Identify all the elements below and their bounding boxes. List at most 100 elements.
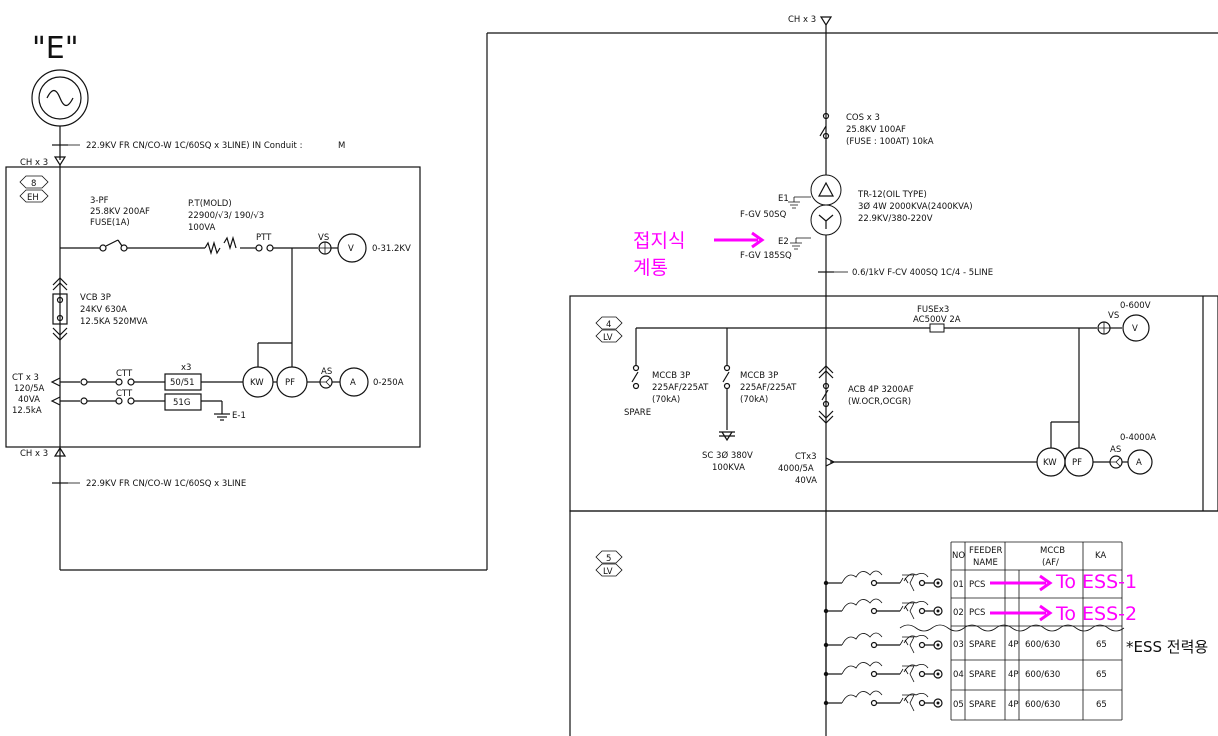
source-label: "E" [32,31,79,66]
th-af: (AF/ [1042,558,1059,568]
ctx3-label-1: CTx3 [795,452,817,462]
feeder-branch [823,690,943,712]
lv-v-range: 0-600V [1120,301,1151,311]
a-range-label: 0-250A [373,378,404,388]
pt-symbol [204,235,237,256]
lv-a-range: 0-4000A [1120,433,1156,443]
mccb-spare-1: MCCB 3P [652,371,690,381]
feeder-table: NO FEEDER NAME MCCB (AF/ KA [950,541,1123,721]
feeder-branch [823,661,943,683]
ch-bottom-label: CH x 3 [20,449,48,459]
fgv-185-label: F-GV 185SQ [740,251,792,261]
to-ess-2-label: To ESS-2 [1055,603,1137,625]
cable-in-label: 22.9KV FR CN/CO-W 1C/60SQ x 3LINE) IN Co… [86,141,302,151]
svg-text:4: 4 [606,320,611,330]
vcb-label-2: 24KV 630A [80,305,127,315]
panel-8-box [5,166,421,448]
cos-symbol [819,112,830,140]
feeder-branch [823,632,943,654]
mccb-spare-3: (70kA) [652,395,680,405]
lv-ammeter-symbol [1127,449,1153,475]
pt-label-2: 22900/√3/ 190/√3 [188,211,264,221]
fuse-label-2: AC500V 2A [913,315,961,325]
mccb-sc-2: 225AF/225AT [740,383,797,393]
ct-label-4: 12.5kA [12,406,42,416]
cable-in-tag: M [338,141,345,151]
fuse-label-1: FUSEx3 [917,305,949,315]
lv-ammeter-a: A [1136,458,1142,468]
panel-5-box [569,510,1218,736]
vcb-label-3: 12.5KA 520MVA [80,317,148,327]
grounding-annotation-2: 계통 [633,257,668,279]
row-af: 600/630 [1025,640,1060,650]
kw-label: KW [250,378,264,388]
v-range-label: 0-31.2KV [372,244,411,254]
right-ch-top-label: CH x 3 [788,15,816,25]
fuse-symbol [929,323,945,333]
spare-label: SPARE [624,408,651,418]
pf-label-2: 25.8KV 200AF [90,207,150,217]
ch-top-label: CH x 3 [20,158,48,168]
cable-out-label: 22.9KV FR CN/CO-W 1C/60SQ x 3LINE [86,479,246,489]
lv-kw-label: KW [1043,458,1057,468]
cos-label-3: (FUSE : 100AT) 10kA [846,137,934,147]
sc-label-2: 100KVA [712,463,745,473]
ground-e2-label: E2 [778,237,789,247]
grounding-arrow-icon [714,231,765,249]
ctt-label-1: CTT [116,369,133,379]
ctx3-label-2: 4000/5A [778,464,814,474]
acb-label-2: (W.OCR,OCGR) [848,397,911,407]
vs-label: VS [318,233,329,243]
row-feeder-name: SPARE [969,640,996,650]
panel-8-badge: 8 EH [19,175,49,203]
cos-label-2: 25.8KV 100AF [846,125,906,135]
svg-text:LV: LV [603,567,613,577]
tr-label-2: 3Ø 4W 2000KVA(2400KVA) [858,201,973,212]
row-af: 600/630 [1025,670,1060,680]
voltmeter-v: V [348,244,354,254]
pf-label-1: 3-PF [90,196,109,206]
fgv-50-label: F-GV 50SQ [740,210,787,220]
row-feeder-name: PCS [969,608,985,618]
ammeter-a: A [350,378,356,388]
row-no: 04 [953,670,964,680]
lv-voltmeter-v: V [1132,324,1138,334]
pt-label-3: 100VA [188,223,215,233]
svg-text:LV: LV [603,333,613,343]
lv-pf-label: PF [1072,458,1082,468]
th-mccb: MCCB [1040,546,1065,556]
th-name: NAME [973,558,998,568]
acb-symbol [818,365,834,424]
svg-text:EH: EH [27,193,39,203]
to-ess-1-label: To ESS-1 [1055,571,1137,593]
lv-as-label: AS [1110,445,1121,455]
row-af: 600/630 [1025,700,1060,710]
ct-label-2: 120/5A [14,384,44,394]
row-poles: 4P [1008,670,1019,680]
row-no: 05 [953,700,964,710]
row-feeder-name: PCS [969,580,985,590]
ptt-label: PTT [256,233,272,243]
acb-label-1: ACB 4P 3200AF [848,385,914,395]
sc-label-1: SC 3Ø 380V [702,450,753,461]
ammeter-symbol [339,367,369,397]
ctt-label-2: CTT [116,389,133,399]
row-feeder-name: SPARE [969,670,996,680]
mccb-sc-1: MCCB 3P [740,371,778,381]
pf-meter-label: PF [285,378,295,388]
ground-e1-label: E1 [778,194,789,204]
row-no: 02 [953,608,964,618]
feeder-group [823,570,943,712]
th-feeder: FEEDER [969,546,1003,556]
x3-label: x3 [181,363,191,373]
cable-lv-label: 0.6/1kV F-CV 400SQ 1C/4 - 5LINE [852,268,993,278]
ct-label-1: CT x 3 [12,373,39,383]
break-line [899,624,1125,632]
row-ka: 65 [1096,640,1107,650]
transformer-symbol [810,174,842,236]
